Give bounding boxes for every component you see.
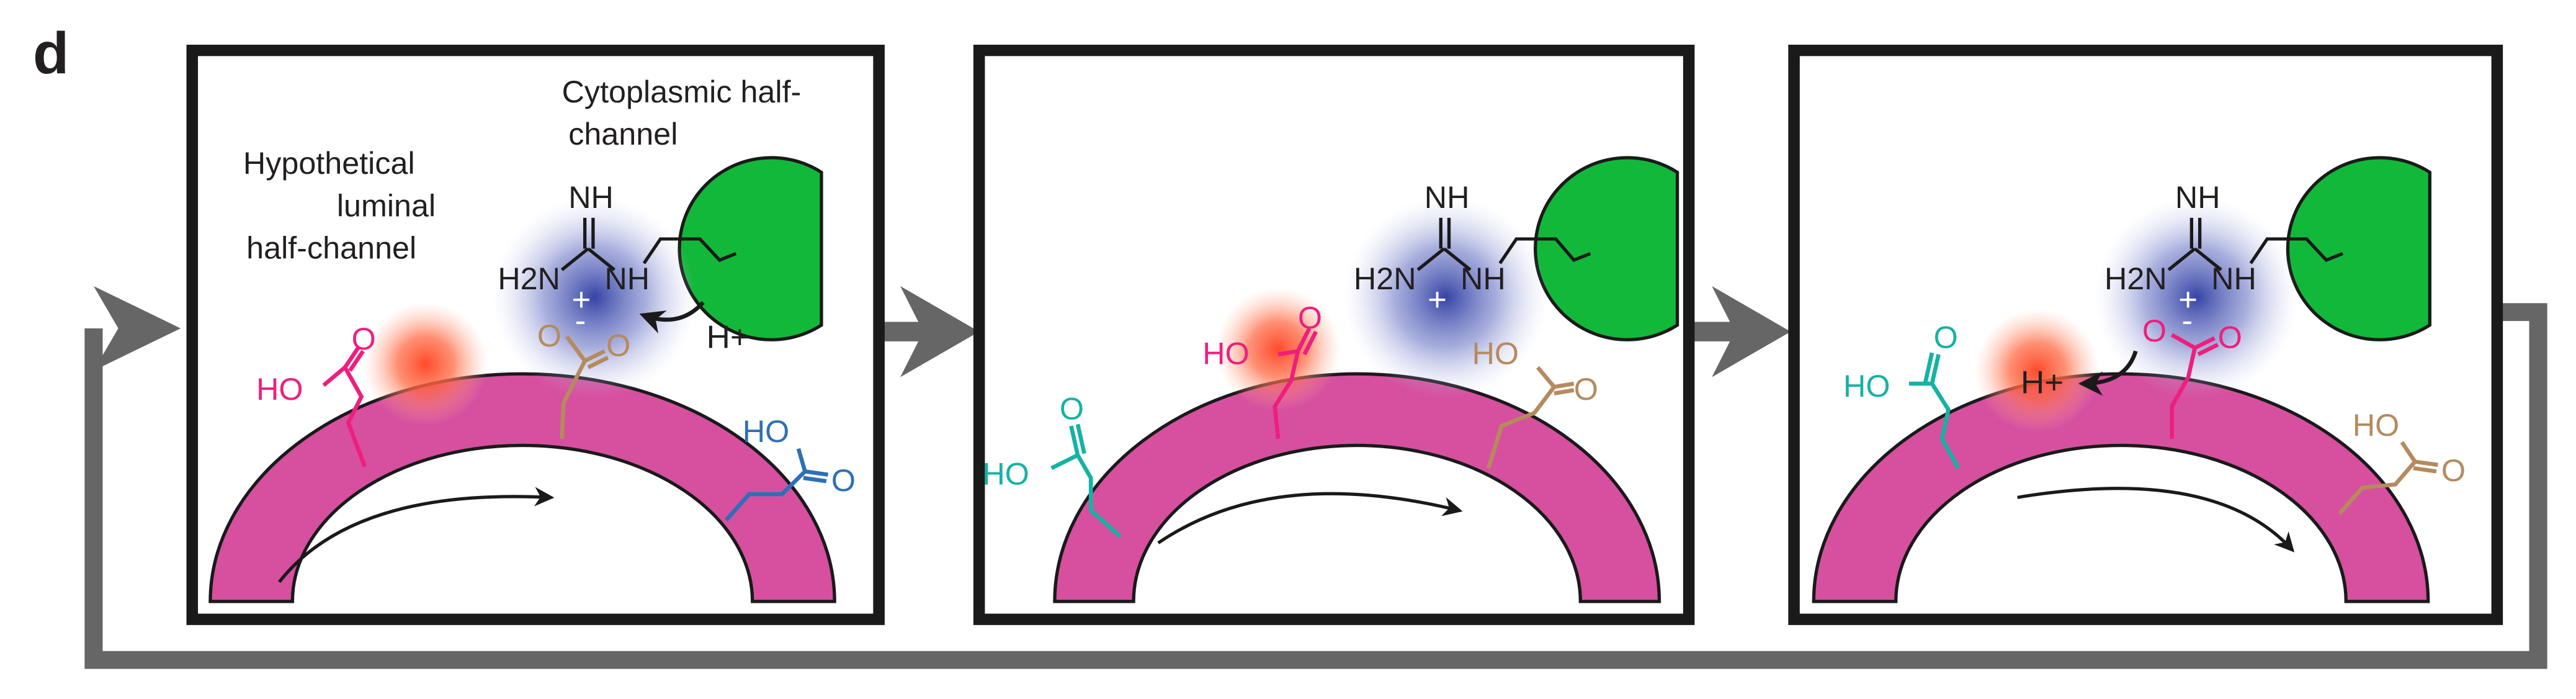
guanidinium-group: NH H2N NH + - — [498, 180, 737, 339]
svg-text:-: - — [2181, 302, 2193, 339]
svg-text:O: O — [831, 463, 856, 498]
svg-text:O: O — [2142, 313, 2167, 348]
svg-text:NH: NH — [1460, 261, 1506, 296]
svg-text:HO: HO — [743, 415, 789, 449]
rotation-arrow — [278, 487, 555, 584]
svg-text:O: O — [1298, 300, 1322, 335]
green-domain — [2286, 156, 2431, 341]
cycle-return-loop — [84, 303, 2547, 669]
proton-glow — [1974, 309, 2100, 433]
luminal-label-line2: luminal — [337, 189, 436, 223]
svg-text:HO: HO — [982, 457, 1029, 492]
proton-label: H+ — [2021, 364, 2064, 401]
rotor-arc — [1053, 372, 1661, 603]
panel-letter: d — [33, 20, 69, 86]
svg-text:+: + — [571, 281, 591, 318]
panel-1: HO O O O HO O NH H2N NH + - — [186, 45, 885, 625]
proton-glow — [1215, 287, 1341, 412]
svg-text:HO: HO — [256, 372, 303, 407]
svg-text:O: O — [352, 322, 376, 356]
svg-text:-: - — [575, 302, 586, 339]
luminal-label-line1: Hypothetical — [243, 146, 415, 181]
rotation-arrow — [1157, 492, 1463, 544]
proton-transfer-arrow — [639, 300, 705, 334]
proton-transfer-arrow — [2078, 350, 2138, 396]
cytoplasmic-label-line1: Cytoplasmic half- — [562, 74, 802, 109]
cycle-arrow-panel2-to-panel3 — [1694, 286, 1791, 377]
magenta-carboxyl-residue: HO O — [1202, 300, 1322, 440]
svg-text:NH: NH — [604, 261, 650, 296]
svg-text:O: O — [1574, 372, 1598, 407]
guanidinium-glow — [1344, 196, 1548, 399]
svg-text:O: O — [537, 318, 561, 353]
svg-text:H2N: H2N — [1354, 261, 1416, 296]
guanidinium-glow — [2095, 196, 2299, 399]
svg-text:+: + — [2178, 281, 2198, 318]
svg-text:HO: HO — [1472, 336, 1519, 371]
svg-text:NH: NH — [1424, 180, 1470, 215]
svg-text:NH: NH — [568, 180, 614, 215]
svg-text:H2N: H2N — [498, 261, 560, 296]
svg-text:O: O — [2441, 453, 2466, 488]
magenta-carboxylate-residue: O O — [2142, 313, 2242, 440]
guanidinium-group: NH H2N NH + - — [2104, 180, 2343, 339]
cycle-arrow-panel1-to-panel2 — [882, 286, 980, 377]
svg-text:NH: NH — [2211, 261, 2256, 296]
brown-carboxyl-residue: HO O — [1472, 336, 1598, 469]
rotor-arc — [208, 372, 836, 603]
svg-text:+: + — [1428, 281, 1447, 318]
teal-carboxyl-residue: HO O — [1843, 320, 1961, 469]
svg-text:H2N: H2N — [2104, 261, 2167, 296]
svg-text:O: O — [1934, 320, 1958, 355]
cytoplasmic-label-line2: channel — [568, 117, 678, 151]
svg-text:O: O — [1060, 392, 1084, 426]
svg-text:NH: NH — [2175, 180, 2220, 215]
svg-text:HO: HO — [1202, 336, 1249, 371]
magenta-carboxyl-residue: HO O — [256, 322, 376, 467]
svg-text:HO: HO — [2353, 408, 2399, 443]
panel-2: HO O HO O HO O NH H2N NH + — [973, 45, 1695, 625]
rotation-arrow — [2017, 487, 2295, 552]
teal-carboxyl-residue: HO O — [982, 392, 1122, 538]
blue-carboxyl-residue: HO O — [724, 415, 856, 522]
panel-3: HO O O O HO O NH H2N NH + - — [1788, 45, 2503, 625]
svg-text:O: O — [606, 328, 630, 363]
guanidinium-glow — [493, 196, 697, 399]
luminal-label-line3: half-channel — [246, 231, 416, 266]
brown-carboxyl-residue: HO O — [2338, 408, 2466, 515]
brown-carboxylate-residue: O O — [537, 318, 630, 440]
cycle-arrow-entry — [93, 286, 181, 371]
proton-label: H+ — [707, 319, 749, 356]
svg-text:HO: HO — [1843, 369, 1890, 404]
proton-glow — [363, 302, 488, 426]
guanidinium-group: NH H2N NH + — [1354, 180, 1591, 318]
svg-text:O: O — [2218, 320, 2242, 355]
